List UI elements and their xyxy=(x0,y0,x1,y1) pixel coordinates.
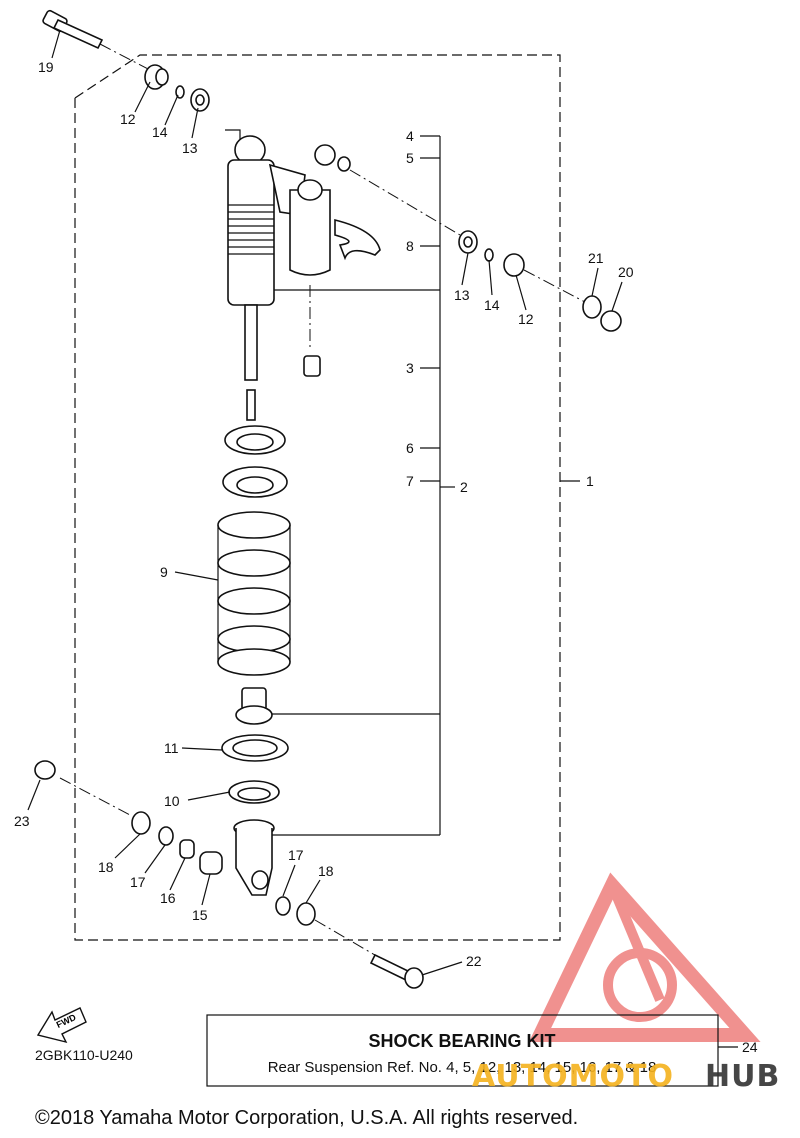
collar-17-left xyxy=(158,826,174,846)
adjust-nut-7 xyxy=(222,466,288,498)
upper-collar-12 xyxy=(144,64,169,90)
callout-16: 16 xyxy=(160,890,176,906)
callout-18-right: 18 xyxy=(318,863,334,879)
callout-12-upper: 12 xyxy=(120,111,136,127)
kit-subtitle: Rear Suspension Ref. No. 4, 5, 12, 13, 1… xyxy=(268,1059,657,1076)
callout-14-right: 14 xyxy=(484,297,500,313)
copyright-notice: ©2018 Yamaha Motor Corporation, U.S.A. A… xyxy=(35,1107,578,1129)
callout-9: 9 xyxy=(160,564,168,580)
callout-1: 1 xyxy=(586,473,594,489)
callout-15: 15 xyxy=(192,907,208,923)
watermark-text-right: HUB xyxy=(705,1059,780,1094)
lower-clevis xyxy=(233,819,275,896)
diagram-code: 2GBK110-U240 xyxy=(35,1047,133,1063)
bolt-22 xyxy=(314,919,424,989)
callout-20: 20 xyxy=(618,264,634,280)
assembly-outline xyxy=(74,54,561,941)
callout-2: 2 xyxy=(460,479,468,495)
callout-3: 3 xyxy=(406,360,414,376)
callout-10: 10 xyxy=(164,793,180,809)
callout-24: 24 xyxy=(742,1039,758,1055)
spring-stopper-10 xyxy=(228,780,280,804)
fwd-arrow-icon: FWD xyxy=(36,1007,87,1044)
callout-23: 23 xyxy=(14,813,30,829)
washer-18-left xyxy=(131,811,151,835)
adjuster-3 xyxy=(303,285,321,377)
washer-21 xyxy=(582,295,602,319)
leader-lines xyxy=(27,29,738,1048)
watermark-text-left: AUTOMOTO xyxy=(472,1059,674,1094)
collar-16 xyxy=(179,839,195,859)
bearing-15 xyxy=(199,851,223,875)
watermark-text: AUTOMOTO HUB xyxy=(472,1059,780,1094)
washer-18-right xyxy=(296,902,316,926)
band-8 xyxy=(334,218,381,261)
oring-14-right xyxy=(484,248,494,262)
nut-23 xyxy=(34,760,131,816)
callout-14-upper: 14 xyxy=(152,124,168,140)
callout-4: 4 xyxy=(406,128,414,144)
shock-bearing-kit-box: SHOCK BEARING KIT Rear Suspension Ref. N… xyxy=(206,1014,719,1087)
callout-19: 19 xyxy=(38,59,54,75)
upper-washer-13 xyxy=(190,88,210,112)
callout-18-left: 18 xyxy=(98,859,114,875)
collar-12-right xyxy=(503,253,586,303)
nut-20 xyxy=(600,310,622,332)
bolt-19 xyxy=(42,9,151,71)
callout-5: 5 xyxy=(406,150,414,166)
callout-17-left: 17 xyxy=(130,874,146,890)
callout-13-upper: 13 xyxy=(182,140,198,156)
kit-title: SHOCK BEARING KIT xyxy=(368,1031,555,1051)
oil-seal-5 xyxy=(337,156,351,172)
callout-22: 22 xyxy=(466,953,482,969)
bushing-4 xyxy=(314,144,336,166)
spring-guide-11 xyxy=(221,734,289,762)
callout-12-right: 12 xyxy=(518,311,534,327)
lock-nut-6 xyxy=(224,425,286,455)
watermark-logo xyxy=(528,872,761,1042)
bump-rubber xyxy=(235,687,273,725)
callout-11: 11 xyxy=(164,740,179,756)
callout-17-right: 17 xyxy=(288,847,304,863)
callout-21: 21 xyxy=(588,250,604,266)
callout-7: 7 xyxy=(406,473,414,489)
collar-17-right xyxy=(275,896,291,916)
spring-9 xyxy=(217,511,291,676)
callout-6: 6 xyxy=(406,440,414,456)
callout-13-right: 13 xyxy=(454,287,470,303)
callout-labels: 1 2 3 4 5 6 7 8 9 10 11 12 12 13 13 14 1… xyxy=(14,59,758,1055)
ref2-bracket xyxy=(270,135,580,836)
shock-absorber-body xyxy=(225,129,331,421)
washer-13-right xyxy=(458,230,478,254)
callout-8: 8 xyxy=(406,238,414,254)
